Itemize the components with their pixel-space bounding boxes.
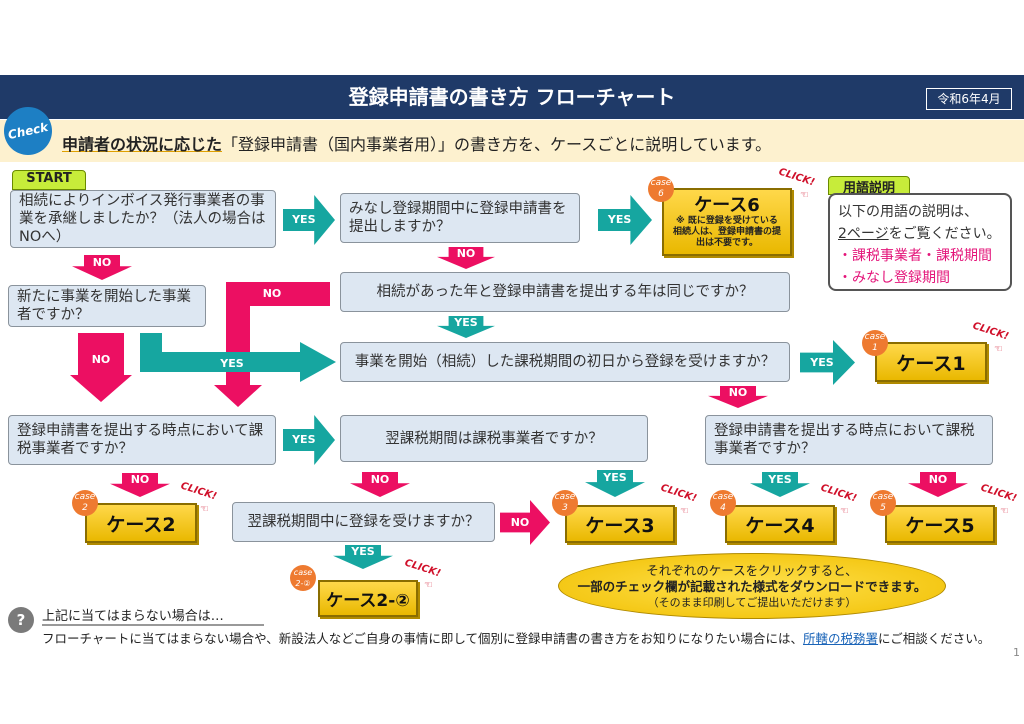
yes-arrow-label: YES — [351, 545, 375, 559]
pointing-hand-icon: ☜ — [840, 506, 849, 517]
glossary-item-taxable: ・課税事業者・課税期間 — [838, 248, 992, 264]
callout-line1: それぞれのケースをクリックすると、 — [646, 563, 858, 578]
subheader-text: 申請者の状況に応じた「登録申請書（国内事業者用）」の書き方を、ケースごとに説明し… — [62, 131, 771, 155]
case6-note: ※ 既に登録を受けている相続人は、登録申請書の提出は不要です。 — [672, 215, 781, 248]
no-arrow — [70, 333, 132, 402]
start-label: START — [12, 170, 86, 190]
no-arrow-label: NO — [510, 515, 530, 529]
case6-label: ケース6 — [694, 194, 760, 216]
yes-arrow — [140, 333, 336, 382]
pointing-hand-icon: ☜ — [424, 580, 433, 591]
pointing-hand-icon: ☜ — [680, 506, 689, 517]
no-arrow — [437, 247, 495, 269]
question-same-year: 相続があった年と登録申請書を提出する年は同じですか？ — [340, 272, 790, 312]
question-new-business: 新たに事業を開始した事業者ですか？ — [8, 285, 206, 327]
case2-button[interactable]: ケース2 — [85, 503, 197, 543]
case5-button[interactable]: ケース5 — [885, 505, 995, 543]
header-bar — [0, 75, 1024, 119]
no-arrow — [110, 473, 170, 497]
glossary-item-deemed: ・みなし登録期間 — [838, 270, 950, 286]
callout-line3: （そのまま印刷してご提出いただけます） — [647, 596, 857, 609]
case2-2-button[interactable]: ケース2-② — [318, 580, 418, 617]
yes-arrow-label: YES — [292, 213, 316, 226]
yes-arrow — [437, 316, 495, 338]
question-deemed-registration: みなし登録期間中に登録申請書を提出しますか？ — [340, 193, 580, 243]
glossary-page-link[interactable]: 2ページ — [838, 226, 889, 242]
pointing-hand-icon: ☜ — [1000, 506, 1009, 517]
case1-badge: case 1 — [862, 330, 888, 356]
yes-arrow — [283, 415, 335, 465]
yes-arrow-label: YES — [607, 213, 632, 226]
tax-office-link[interactable]: 所轄の税務署 — [803, 631, 879, 646]
question-taxable-at-submission: 登録申請書を提出する時点において課税事業者ですか？ — [8, 415, 276, 465]
yes-arrow — [750, 472, 810, 497]
case6-button[interactable]: ケース6※ 既に登録を受けている相続人は、登録申請書の提出は不要です。 — [662, 188, 792, 256]
no-arrow-label: NO — [91, 353, 111, 366]
pointing-hand-icon: ☜ — [994, 344, 1003, 355]
yes-arrow-label: YES — [454, 315, 478, 329]
pointing-hand-icon: ☜ — [800, 190, 809, 201]
yes-arrow-label: YES — [810, 355, 834, 369]
glossary-line2: をご覧ください。 — [888, 226, 1001, 242]
case6-badge: case 6 — [648, 176, 674, 202]
case3-button[interactable]: ケース3 — [565, 505, 675, 543]
yes-arrow-label: YES — [603, 471, 627, 485]
page-title: 登録申請書の書き方 フローチャート — [348, 85, 676, 109]
no-arrow-label: NO — [92, 255, 112, 269]
question-next-period-taxable: 翌課税期間は課税事業者ですか？ — [340, 415, 648, 462]
yes-arrow-label: YES — [220, 357, 244, 370]
no-arrow-label: NO — [928, 472, 948, 486]
yes-arrow-label: YES — [292, 433, 316, 446]
no-arrow — [708, 386, 768, 408]
yes-arrow — [585, 470, 645, 497]
yes-arrow — [283, 195, 335, 245]
case2-2-badge: case 2-② — [290, 565, 316, 591]
no-arrow-label: NO — [728, 385, 748, 399]
download-callout: それぞれのケースをクリックすると、 一部のチェック欄が記載された様式をダウンロー… — [558, 553, 946, 619]
question-inherited-business: 相続によりインボイス発行事業者の事業を承継しましたか？（法人の場合はNOへ） — [10, 190, 276, 248]
no-arrow-label: NO — [130, 473, 150, 487]
yes-arrow-label: YES — [768, 472, 792, 486]
subheader-bar — [0, 120, 1024, 162]
question-register-from-first-day: 事業を開始（相続）した課税期間の初日から登録を受けますか？ — [340, 342, 790, 382]
subheader-emphasis: 申請者の状況に応じた — [62, 135, 223, 154]
footer-body: フローチャートに当てはまらない場合や、新設法人などご自身の事情に即して個別に登録… — [42, 631, 804, 646]
page-number: 1 — [1013, 646, 1020, 659]
question-taxable-at-submission-2: 登録申請書を提出する時点において課税事業者ですか？ — [705, 415, 993, 465]
case4-button[interactable]: ケース4 — [725, 505, 835, 543]
question-mark-icon: ? — [8, 607, 34, 633]
case4-badge: case 4 — [710, 490, 736, 516]
subheader-body: 「登録申請書（国内事業者用）」の書き方を、ケースごとに説明しています。 — [222, 135, 772, 154]
no-arrow-label: NO — [370, 472, 390, 486]
no-arrow — [72, 255, 132, 280]
case3-badge: case 3 — [552, 490, 578, 516]
no-arrow — [350, 472, 410, 497]
date-label: 令和6年4月 — [926, 88, 1012, 110]
footer-text: フローチャートに当てはまらない場合や、新設法人などご自身の事情に即して個別に登録… — [42, 628, 990, 647]
no-arrow — [500, 500, 550, 545]
case5-badge: case 5 — [870, 490, 896, 516]
footer-heading: 上記に当てはまらない場合は… — [42, 605, 264, 626]
yes-arrow — [800, 340, 855, 385]
footer-end: にご相談ください。 — [878, 631, 991, 646]
yes-arrow — [598, 195, 652, 245]
glossary-line1: 以下の用語の説明は、 — [838, 204, 978, 220]
no-arrow-label: NO — [456, 246, 476, 260]
question-register-next-period: 翌課税期間中に登録を受けますか？ — [232, 502, 495, 542]
no-arrow — [908, 472, 968, 497]
no-arrow — [214, 282, 330, 407]
case1-button[interactable]: ケース1 — [875, 342, 987, 382]
pointing-hand-icon: ☜ — [200, 504, 209, 515]
yes-arrow — [333, 545, 393, 569]
no-arrow-label: NO — [262, 287, 282, 300]
callout-line2: 一部のチェック欄が記載された様式をダウンロードできます。 — [577, 579, 927, 594]
case2-badge: case 2 — [72, 490, 98, 516]
glossary-box: 以下の用語の説明は、 2ページをご覧ください。 ・課税事業者・課税期間 ・みなし… — [828, 193, 1012, 291]
